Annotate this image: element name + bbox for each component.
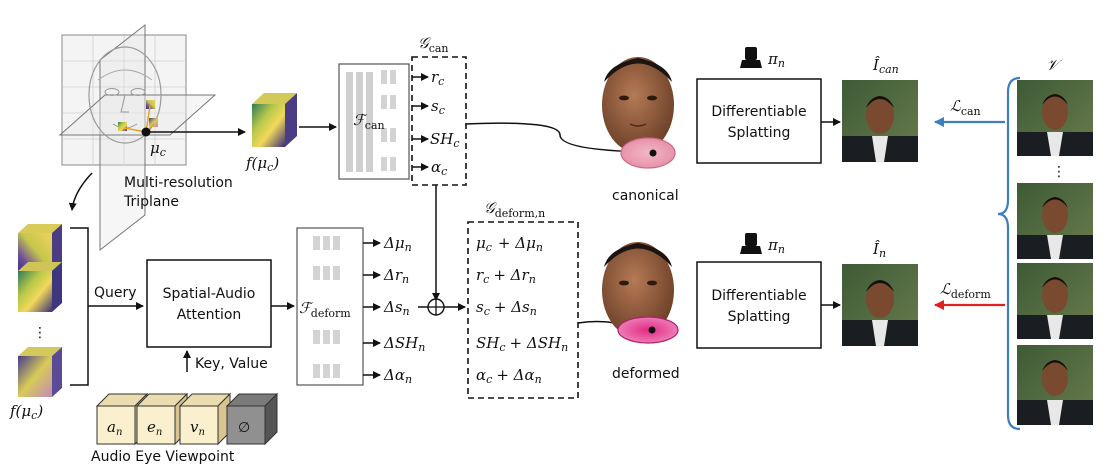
out-alphac: αc bbox=[431, 158, 447, 178]
out-ds: Δsn bbox=[383, 298, 410, 318]
rendered-can-image bbox=[842, 80, 918, 162]
f-can-network bbox=[338, 63, 410, 180]
feature-cube-icon bbox=[252, 93, 297, 147]
f-mu-stack-label: f(μc) bbox=[9, 402, 43, 422]
triplane-label-line1: Multi-resolution bbox=[124, 175, 233, 191]
splat-bottom-line2: Splatting bbox=[728, 309, 791, 325]
video-brace bbox=[997, 76, 1021, 431]
out-dmu: Δμn bbox=[383, 234, 412, 254]
cube-eye-label: en bbox=[147, 418, 162, 438]
pi-bottom-label: πn bbox=[767, 236, 785, 256]
out-dr: Δrn bbox=[383, 266, 409, 286]
param-sh: SHc+ ΔSHn bbox=[476, 334, 568, 354]
triplane-figure bbox=[58, 23, 217, 252]
stack-ellipsis: ⋮ bbox=[33, 325, 47, 341]
mu-c-label: μc bbox=[150, 139, 166, 159]
i-can-label: Îcan bbox=[872, 56, 899, 76]
condition-cubes bbox=[95, 392, 279, 446]
loss-deform-label: ℒdeform bbox=[940, 280, 991, 301]
triplane-label-line2: Triplane bbox=[123, 194, 179, 210]
f-mu-label: f(μc) bbox=[245, 154, 279, 174]
cube-null-label: ∅ bbox=[238, 420, 250, 436]
attention-label-line2: Attention bbox=[177, 307, 242, 323]
cube-audio-label: an bbox=[107, 418, 122, 438]
param-mu: μc+ Δμn bbox=[476, 234, 543, 254]
g-deform-title: 𝒢deform,n bbox=[484, 199, 545, 220]
video-frames bbox=[1017, 80, 1093, 425]
canonical-label: canonical bbox=[612, 188, 679, 204]
out-rc: rc bbox=[431, 68, 444, 88]
video-ellipsis: ⋮ bbox=[1052, 164, 1066, 180]
i-n-label: În bbox=[872, 240, 886, 260]
video-label: 𝒱 bbox=[1046, 56, 1063, 74]
rendered-n-image bbox=[842, 264, 918, 346]
loss-can-label: ℒcan bbox=[950, 97, 981, 118]
arrow-gcan-to-canonical bbox=[465, 122, 646, 156]
attention-label-line1: Spatial-Audio bbox=[163, 286, 256, 302]
circle-plus-icon bbox=[427, 298, 445, 316]
cube-viewpoint-label: vn bbox=[190, 418, 205, 438]
splat-top-line1: Differentiable bbox=[711, 104, 806, 120]
f-deform-title: ℱdeform bbox=[299, 299, 351, 320]
splatting-box-top bbox=[696, 78, 822, 164]
g-deform-box bbox=[467, 221, 579, 399]
condition-labels: Audio Eye Viewpoint bbox=[91, 449, 235, 465]
param-r: rc+ Δrn bbox=[476, 266, 536, 286]
f-can-title: ℱcan bbox=[353, 111, 385, 132]
deformed-face-image bbox=[602, 242, 679, 344]
attention-box bbox=[146, 259, 272, 348]
splatting-box-bottom bbox=[696, 261, 822, 349]
splat-top-line2: Splatting bbox=[728, 125, 791, 141]
out-dalpha: Δαn bbox=[383, 366, 412, 386]
query-label: Query bbox=[94, 285, 137, 301]
g-can-box bbox=[411, 56, 467, 186]
arrow-triplane-to-stack bbox=[68, 172, 93, 211]
feature-stack bbox=[18, 224, 62, 397]
key-value-label: Key, Value bbox=[195, 356, 268, 372]
deformed-label: deformed bbox=[612, 366, 680, 382]
out-sc: sc bbox=[431, 97, 445, 117]
param-s: sc+ Δsn bbox=[476, 298, 537, 318]
g-can-title: 𝒢can bbox=[418, 34, 449, 55]
out-dsh: ΔSHn bbox=[383, 334, 425, 354]
canonical-face-image bbox=[602, 57, 676, 169]
splat-bottom-line1: Differentiable bbox=[711, 288, 806, 304]
stack-bracket bbox=[70, 227, 89, 386]
camera-icon-top bbox=[740, 47, 762, 68]
pi-top-label: πn bbox=[767, 50, 785, 70]
f-deform-network bbox=[296, 227, 364, 386]
camera-icon-bottom bbox=[740, 233, 762, 254]
out-shc: SHc bbox=[430, 130, 460, 150]
param-alpha: αc+ Δαn bbox=[476, 366, 542, 386]
